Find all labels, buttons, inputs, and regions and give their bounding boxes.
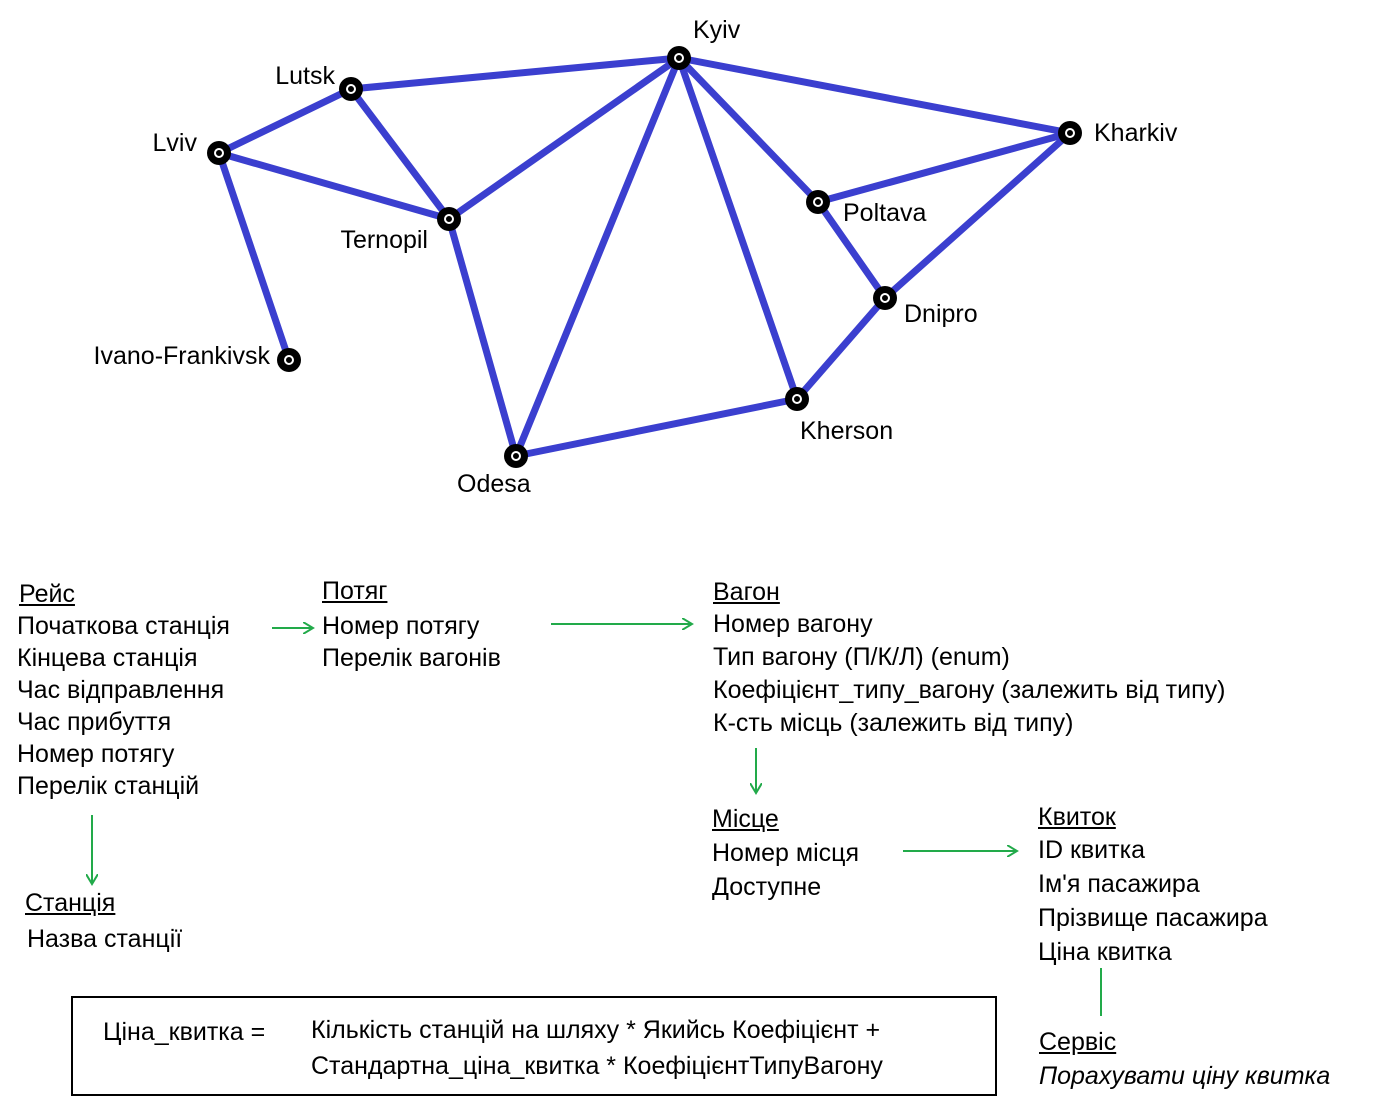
entity-field: Доступне xyxy=(712,873,822,901)
route-dnipro-kherson xyxy=(793,294,889,403)
price-formula-box: Ціна_квитка = Кількість станцій на шляху… xyxy=(71,996,997,1096)
route-kyiv-poltava xyxy=(675,54,822,206)
entity-title: Потяг xyxy=(322,577,388,605)
entity-field: Коефіцієнт_типу_вагону (залежить від тип… xyxy=(713,676,1226,704)
city-node-dnipro xyxy=(873,286,897,310)
entity-field: Час відправлення xyxy=(17,676,225,704)
entity-field: Тип вагону (П/К/Л) (enum) xyxy=(713,643,1010,671)
city-label-kherson: Kherson xyxy=(800,417,893,445)
entity-field: Номер місця xyxy=(712,839,859,867)
entity-field: Номер потягу xyxy=(17,740,175,768)
city-node-ivano xyxy=(277,348,301,372)
formula-rhs-line2: Стандартна_ціна_квитка * КоефіцієнтТипуВ… xyxy=(311,1052,883,1080)
entity-vagon: Вагон Номер вагону Тип вагону (П/К/Л) (e… xyxy=(713,576,1225,740)
entity-servis: Сервіс Порахувати ціну квитка xyxy=(1039,1026,1330,1092)
entity-field: Номер вагону xyxy=(713,610,873,638)
city-node-kharkiv xyxy=(1058,121,1082,145)
route-kherson-odesa xyxy=(512,395,801,460)
city-node-kyiv xyxy=(667,46,691,70)
entity-field: Номер потягу xyxy=(322,612,480,640)
entity-field: Назва станції xyxy=(27,925,183,953)
entity-mistse: Місце Номер місця Доступне xyxy=(712,803,859,903)
graph-nodes xyxy=(207,46,1082,468)
entity-stantsiya: Станція Назва станції xyxy=(25,887,182,955)
entity-field: Перелік вагонів xyxy=(322,644,501,672)
route-lviv-ternopil xyxy=(215,149,453,223)
entity-field: Ім'я пасажира xyxy=(1038,870,1200,898)
entity-kvytok: Квиток ID квитка Ім'я пасажира Прізвище … xyxy=(1038,801,1268,969)
city-label-lutsk: Lutsk xyxy=(275,62,335,90)
route-ternopil-kyiv xyxy=(445,54,683,223)
entity-field: Час прибуття xyxy=(17,708,172,736)
entity-field: К-сть місць (залежить від типу) xyxy=(713,709,1074,737)
route-kyiv-kharkiv xyxy=(675,54,1074,137)
entity-field: Початкова станція xyxy=(17,612,230,640)
route-lutsk-kyiv xyxy=(347,54,683,93)
entity-title: Квиток xyxy=(1038,803,1116,831)
city-label-poltava: Poltava xyxy=(843,199,926,227)
route-kyiv-odesa xyxy=(512,54,683,460)
entity-field: Кінцева станція xyxy=(17,644,198,672)
route-lviv-lutsk xyxy=(215,85,355,157)
entity-title: Рейс xyxy=(19,580,75,608)
city-node-odesa xyxy=(504,444,528,468)
city-label-kharkiv: Kharkiv xyxy=(1094,119,1178,147)
route-lutsk-ternopil xyxy=(347,85,453,223)
city-label-ivano: Ivano-Frankivsk xyxy=(94,342,271,370)
graph-edges xyxy=(215,54,1074,460)
formula-lhs: Ціна_квитка = xyxy=(103,1018,266,1046)
city-node-lutsk xyxy=(339,77,363,101)
entity-field: ID квитка xyxy=(1038,836,1145,864)
route-poltava-dnipro xyxy=(814,198,889,302)
entity-reys: Рейс Початкова станція Кінцева станція Ч… xyxy=(17,578,230,802)
city-label-ternopil: Ternopil xyxy=(340,226,428,254)
entity-title: Станція xyxy=(25,889,116,917)
city-label-odesa: Odesa xyxy=(457,470,531,498)
entity-potyag: Потяг Номер потягу Перелік вагонів xyxy=(322,575,501,674)
route-kyiv-kherson xyxy=(675,54,801,403)
entity-field: Порахувати ціну квитка xyxy=(1039,1062,1331,1090)
city-label-dnipro: Dnipro xyxy=(904,300,978,328)
entity-field: Ціна квитка xyxy=(1038,938,1172,966)
route-kharkiv-dnipro xyxy=(881,129,1074,302)
city-node-lviv xyxy=(207,141,231,165)
route-poltava-kharkiv xyxy=(814,129,1074,206)
city-node-ternopil xyxy=(437,207,461,231)
entity-title: Сервіс xyxy=(1039,1028,1117,1056)
route-lviv-ivano xyxy=(215,149,293,364)
city-node-poltava xyxy=(806,190,830,214)
formula-rhs-line1: Кількість станцій на шляху * Якийсь Коеф… xyxy=(311,1016,881,1044)
entity-field: Перелік станцій xyxy=(17,772,200,800)
route-ternopil-odesa xyxy=(445,215,520,460)
entity-title: Вагон xyxy=(713,578,780,606)
city-node-kherson xyxy=(785,387,809,411)
city-label-kyiv: Kyiv xyxy=(693,16,741,44)
entity-field: Прізвище пасажира xyxy=(1038,904,1268,932)
entity-title: Місце xyxy=(712,805,779,833)
city-label-lviv: Lviv xyxy=(153,129,198,157)
